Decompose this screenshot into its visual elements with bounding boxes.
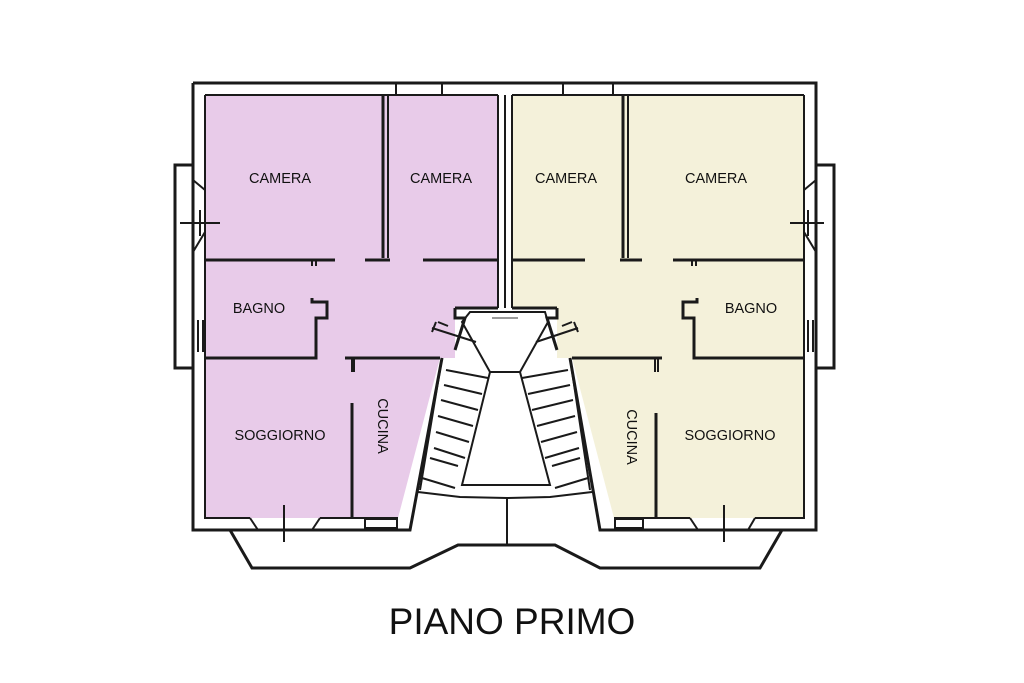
right-unit (512, 95, 804, 518)
right-camera-2-label: CAMERA (685, 171, 747, 187)
right-side-bay (790, 163, 836, 370)
left-unit (205, 95, 498, 518)
left-side-bay (173, 163, 220, 370)
left-interior-walls (205, 95, 498, 518)
left-camera-2-label: CAMERA (410, 171, 472, 187)
right-interior-walls (512, 95, 804, 518)
right-soggiorno-label: SOGGIORNO (684, 428, 775, 444)
left-unit-fill (205, 95, 498, 518)
right-unit-fill (512, 95, 804, 518)
left-soggiorno-label: SOGGIORNO (234, 428, 325, 444)
left-bagno-label: BAGNO (233, 301, 285, 317)
room-labels: CAMERA CAMERA BAGNO SOGGIORNO CUCINA CAM… (233, 171, 777, 465)
left-cucina-label: CUCINA (374, 398, 390, 454)
left-camera-1-label: CAMERA (249, 171, 311, 187)
right-camera-1-label: CAMERA (535, 171, 597, 187)
plan-title: PIANO PRIMO (389, 601, 636, 642)
right-bagno-label: BAGNO (725, 301, 777, 317)
right-cucina-label: CUCINA (623, 409, 639, 465)
staircase (417, 306, 593, 500)
outer-walls (191, 81, 818, 532)
front-balconies (228, 498, 784, 570)
